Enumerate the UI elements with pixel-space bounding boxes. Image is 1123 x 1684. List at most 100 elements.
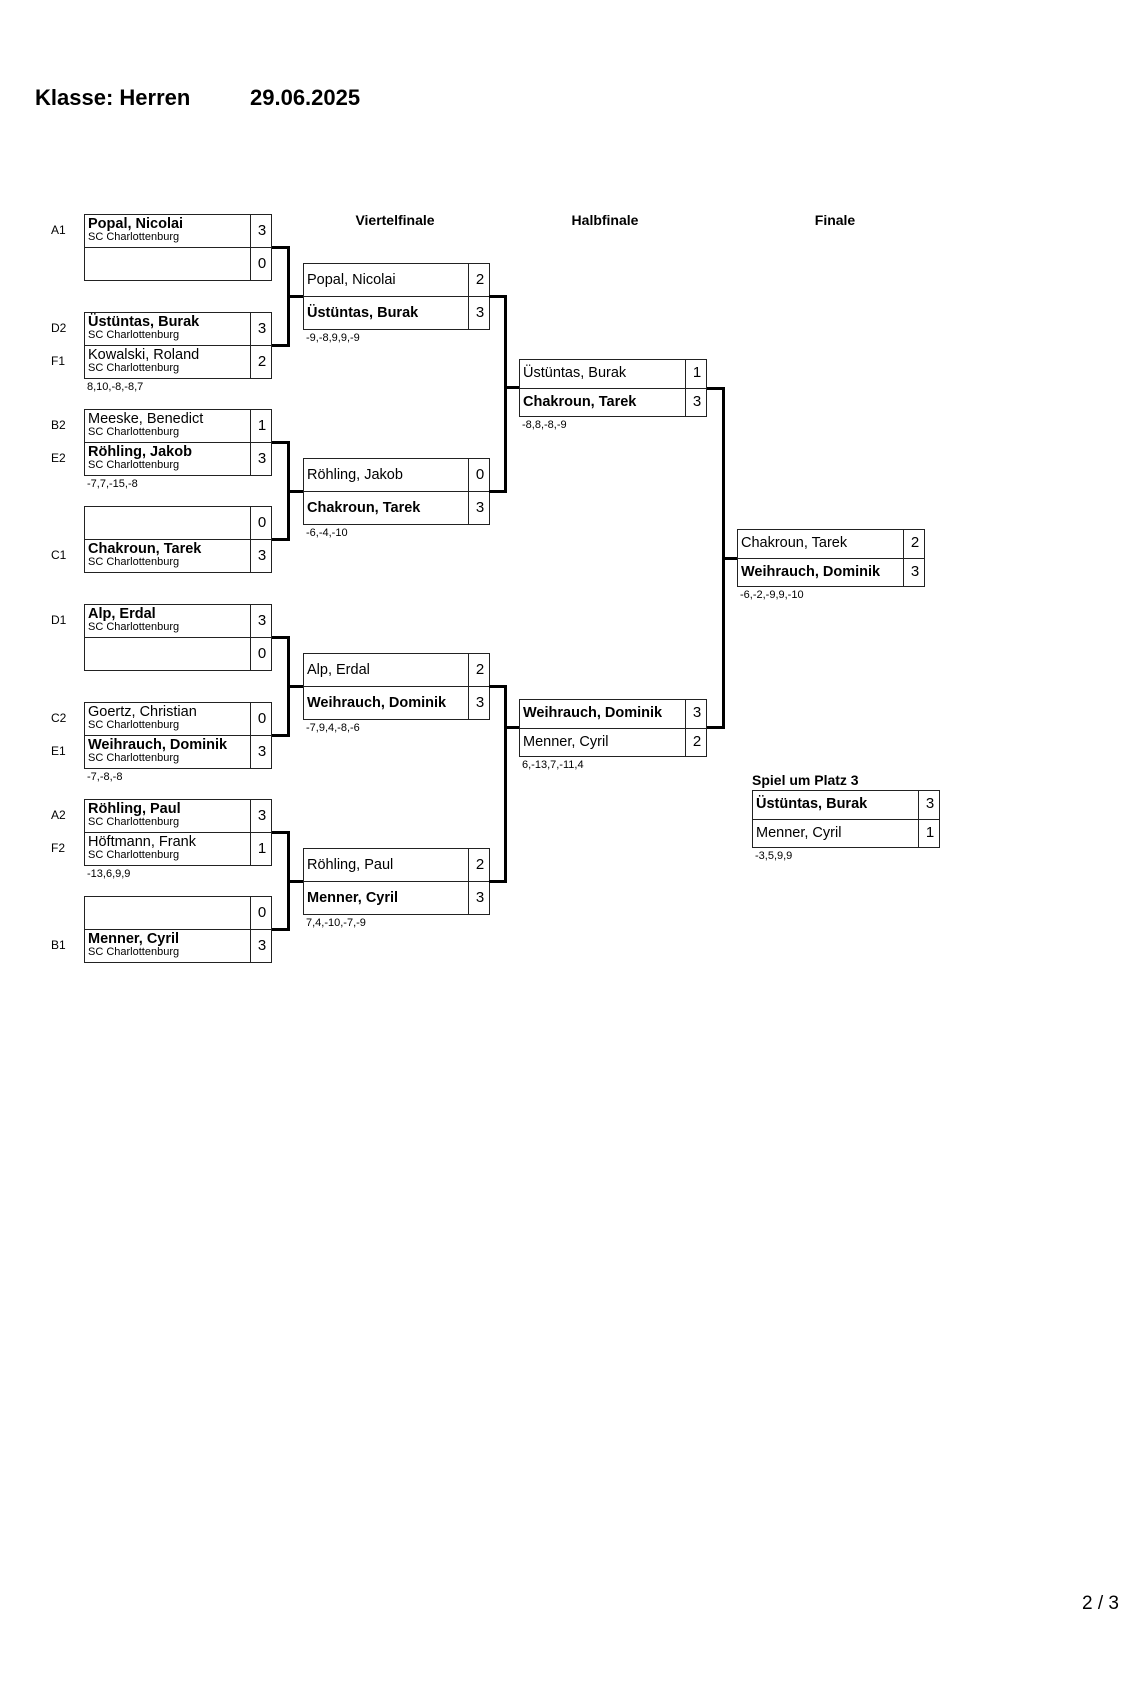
player-club: SC Charlottenburg (88, 556, 180, 568)
player-name: Weihrauch, Dominik (741, 563, 881, 580)
bracket-connector-line (707, 387, 724, 390)
player-name: Weihrauch, Dominik (523, 705, 663, 721)
player-name: Röhling, Jakob (307, 467, 403, 483)
player-name: Üstüntas, Burak (307, 305, 419, 321)
set-scores: -9,-8,9,9,-9 (306, 332, 360, 344)
seed-label: F1 (51, 354, 66, 368)
bracket-connector-line (287, 490, 303, 493)
seed-label: B2 (51, 418, 66, 432)
player-score: 2 (468, 654, 491, 686)
set-scores: -7,7,-15,-8 (87, 478, 138, 490)
bracket-connector-line (489, 295, 506, 298)
player-name: Üstüntas, Burak (523, 365, 627, 381)
seed-label: E1 (51, 744, 66, 758)
player-score: 1 (250, 410, 273, 442)
player-name: Menner, Cyril (756, 824, 842, 841)
set-scores: -13,6,9,9 (87, 868, 131, 880)
player-name: Menner, Cyril (88, 931, 180, 947)
player-score: 3 (468, 492, 491, 524)
player-score: 3 (250, 313, 273, 345)
player-score: 3 (250, 605, 273, 637)
player-name: Popal, Nicolai (307, 272, 396, 288)
set-scores: 8,10,-8,-8,7 (87, 381, 144, 393)
player-club: SC Charlottenburg (88, 231, 180, 243)
bracket-connector-line (287, 295, 303, 298)
player-score: 2 (468, 264, 491, 296)
bracket-connector-line (707, 726, 724, 729)
player-club: SC Charlottenburg (88, 459, 180, 471)
bracket-connector-line (489, 490, 506, 493)
player-score: 3 (250, 215, 273, 247)
bracket-connector-line (504, 386, 519, 389)
set-scores: -6,-4,-10 (306, 527, 348, 539)
player-score: 3 (685, 700, 708, 728)
player-row: 0 (84, 506, 272, 540)
seed-label: D2 (51, 321, 67, 335)
seed-label: F2 (51, 841, 66, 855)
player-row: Popal, Nicolai 2 (303, 263, 490, 297)
player-name: Röhling, Jakob (88, 444, 192, 460)
bracket-connector-line (722, 557, 737, 560)
player-club: SC Charlottenburg (88, 329, 180, 341)
player-score: 3 (250, 930, 273, 962)
player-score: 0 (250, 638, 273, 670)
player-row: 0 (84, 896, 272, 930)
bracket-connector-line (504, 685, 507, 883)
page-number: 2 / 3 (1082, 1593, 1119, 1614)
bracket-connector-line (504, 295, 507, 493)
player-score: 1 (250, 833, 273, 865)
bracket-connector-line (272, 246, 289, 249)
seed-label: A1 (51, 223, 66, 237)
bracket-connector-line (272, 636, 289, 639)
bracket-connector-line (272, 538, 289, 541)
player-score: 2 (250, 346, 273, 378)
seed-label: B1 (51, 938, 66, 952)
player-score: 3 (685, 388, 708, 416)
player-name: Popal, Nicolai (88, 216, 184, 232)
set-scores: -3,5,9,9 (755, 850, 793, 862)
player-name: Menner, Cyril (523, 733, 609, 750)
set-scores: -8,8,-8,-9 (522, 419, 567, 431)
player-name: Meeske, Benedict (88, 411, 204, 427)
player-name: Kowalski, Roland (88, 347, 200, 363)
seed-label: C1 (51, 548, 67, 562)
seed-label: E2 (51, 451, 66, 465)
player-name: Menner, Cyril (307, 890, 399, 906)
round-header-final: Finale (814, 212, 856, 228)
bracket-connector-line (287, 685, 303, 688)
set-scores: 7,4,-10,-7,-9 (306, 917, 366, 929)
set-scores: -7,9,4,-8,-6 (306, 722, 360, 734)
bracket-connector-line (272, 928, 289, 931)
player-name: Üstüntas, Burak (756, 796, 868, 812)
player-score: 0 (250, 248, 273, 280)
class-title: Klasse: Herren (35, 85, 191, 110)
player-name: Goertz, Christian (88, 704, 197, 720)
